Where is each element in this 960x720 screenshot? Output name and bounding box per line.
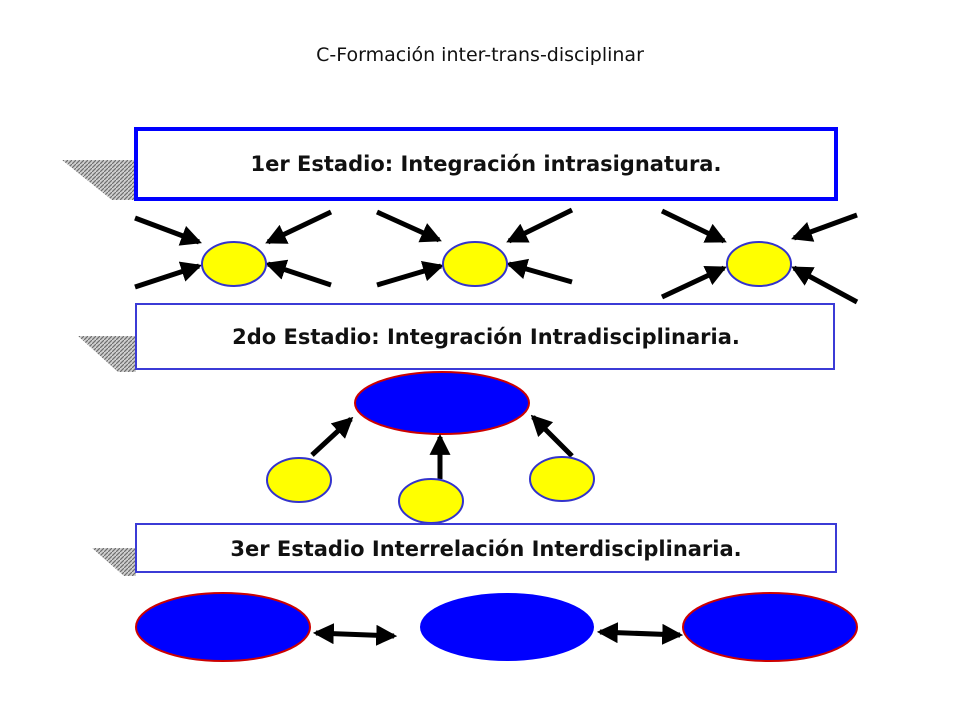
arrow bbox=[375, 209, 442, 243]
arrow bbox=[791, 265, 859, 305]
arrow bbox=[506, 207, 574, 244]
yellow-node bbox=[529, 456, 595, 502]
bidirectional-arrow bbox=[312, 623, 398, 646]
yellow-node bbox=[201, 241, 267, 287]
blue-node bbox=[682, 592, 858, 662]
blue-node bbox=[354, 371, 530, 435]
yellow-node bbox=[398, 478, 464, 524]
stage-1-nodes bbox=[134, 207, 859, 305]
stage-3-shadow bbox=[92, 548, 136, 576]
arrow bbox=[530, 414, 574, 458]
stage-1-node-group-1 bbox=[134, 209, 333, 290]
stage-3-nodes bbox=[135, 592, 858, 662]
arrow bbox=[310, 416, 354, 457]
arrow bbox=[265, 209, 333, 245]
stage-2-nodes bbox=[266, 371, 595, 524]
arrow bbox=[660, 208, 727, 244]
bidirectional-arrow bbox=[596, 622, 684, 645]
arrow bbox=[791, 212, 858, 242]
yellow-node bbox=[442, 241, 508, 287]
stage-2-box bbox=[135, 303, 835, 370]
arrow bbox=[376, 261, 445, 288]
stage-1-shadow bbox=[62, 160, 136, 200]
arrow bbox=[505, 258, 573, 285]
arrow bbox=[660, 265, 727, 300]
slide-title: C-Formación inter-trans-disciplinar bbox=[316, 44, 644, 66]
stage-1: 1er Estadio: Integración intrasignatura. bbox=[62, 127, 838, 201]
stage-1-box bbox=[134, 127, 838, 201]
stage-1-node-group-2 bbox=[375, 207, 574, 288]
stage-1-label: 1er Estadio: Integración intrasignatura. bbox=[251, 152, 722, 176]
arrow bbox=[134, 261, 202, 290]
stage-1-node-group-3 bbox=[660, 208, 859, 305]
arrow bbox=[134, 215, 202, 246]
arrow bbox=[265, 259, 332, 288]
yellow-node bbox=[726, 241, 792, 287]
blue-node bbox=[420, 593, 594, 661]
stage-3: 3er Estadio Interrelación Interdisciplin… bbox=[92, 523, 837, 576]
stage-2-label: 2do Estadio: Integración Intradisciplina… bbox=[232, 325, 740, 349]
stage-2: 2do Estadio: Integración Intradisciplina… bbox=[78, 303, 835, 372]
stage-3-box bbox=[135, 523, 837, 573]
stage-3-label: 3er Estadio Interrelación Interdisciplin… bbox=[230, 537, 741, 561]
blue-node bbox=[135, 592, 311, 662]
stage-2-shadow bbox=[78, 336, 136, 372]
yellow-node bbox=[266, 457, 332, 503]
